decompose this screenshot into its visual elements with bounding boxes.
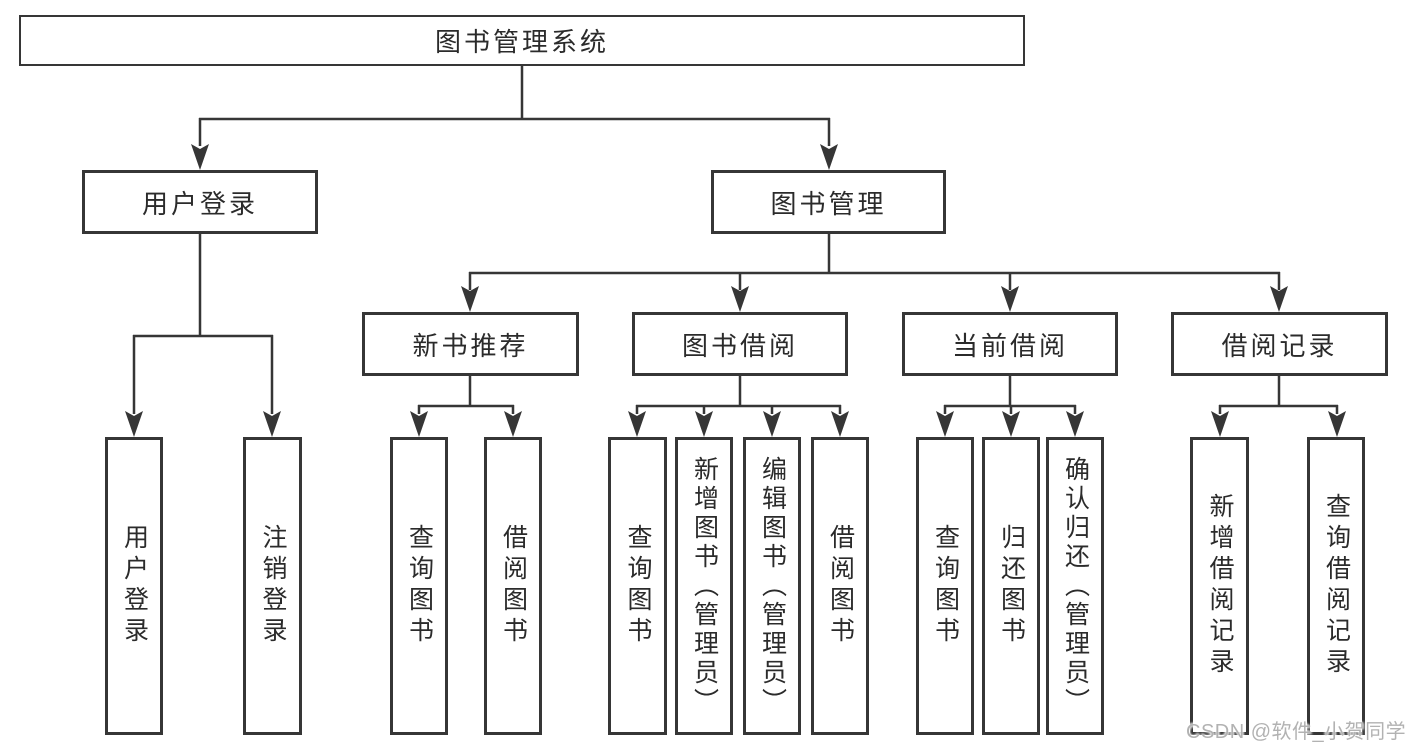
leaf-query-books-current: 查询图书 [916, 437, 974, 735]
node-book-borrowing: 图书借阅 [632, 312, 848, 376]
arrowheads [125, 144, 1346, 437]
leaf-label: 查询图书 [931, 524, 960, 648]
node-current-borrowing: 当前借阅 [902, 312, 1118, 376]
leaf-label: 新增借阅记录 [1206, 493, 1234, 679]
leaf-logout: 注销登录 [243, 437, 302, 735]
node-new-book-recommendation: 新书推荐 [362, 312, 579, 376]
leaf-label: 编辑图书（管理员） [758, 455, 787, 717]
node-label: 当前借阅 [951, 330, 1068, 361]
leaf-label: 查询借阅记录 [1322, 493, 1351, 679]
leaf-label: 确认归还（管理员） [1061, 455, 1090, 717]
leaf-add-borrowing-record: 新增借阅记录 [1190, 437, 1249, 735]
node-label: 图书管理 [770, 188, 887, 219]
tree-edges [132, 66, 1339, 414]
node-label: 新书推荐 [412, 330, 529, 361]
node-label: 图书借阅 [681, 330, 798, 361]
leaf-return-books: 归还图书 [982, 437, 1040, 735]
leaf-edit-books-admin: 编辑图书（管理员） [743, 437, 801, 735]
node-label: 借阅记录 [1221, 330, 1338, 361]
node-label: 用户登录 [141, 188, 258, 219]
node-user-login: 用户登录 [82, 170, 318, 234]
node-label: 图书管理系统 [434, 27, 609, 57]
leaf-borrow-books-borrowing: 借阅图书 [811, 437, 869, 735]
leaf-label: 借阅图书 [499, 524, 528, 648]
node-book-management: 图书管理 [711, 170, 946, 234]
csdn-watermark: CSDN @软件_小贺同学 [1186, 721, 1405, 743]
leaf-add-books-admin: 新增图书（管理员） [675, 437, 733, 735]
leaf-label: 用户登录 [120, 524, 149, 648]
node-borrowing-records: 借阅记录 [1171, 312, 1388, 376]
leaf-query-books-borrowing: 查询图书 [608, 437, 667, 735]
node-library-management-system: 图书管理系统 [19, 15, 1025, 66]
leaf-query-books-recommendation: 查询图书 [390, 437, 448, 735]
leaf-label: 归还图书 [997, 524, 1026, 648]
leaf-label: 借阅图书 [826, 524, 855, 648]
leaf-user-login: 用户登录 [105, 437, 163, 735]
leaf-label: 新增图书（管理员） [690, 455, 719, 717]
leaf-label: 查询图书 [624, 524, 652, 648]
leaf-borrow-books-recommendation: 借阅图书 [484, 437, 542, 735]
leaf-label: 注销登录 [259, 524, 287, 648]
leaf-confirm-return-admin: 确认归还（管理员） [1046, 437, 1104, 735]
leaf-label: 查询图书 [405, 524, 434, 648]
leaf-query-borrowing-record: 查询借阅记录 [1307, 437, 1365, 735]
